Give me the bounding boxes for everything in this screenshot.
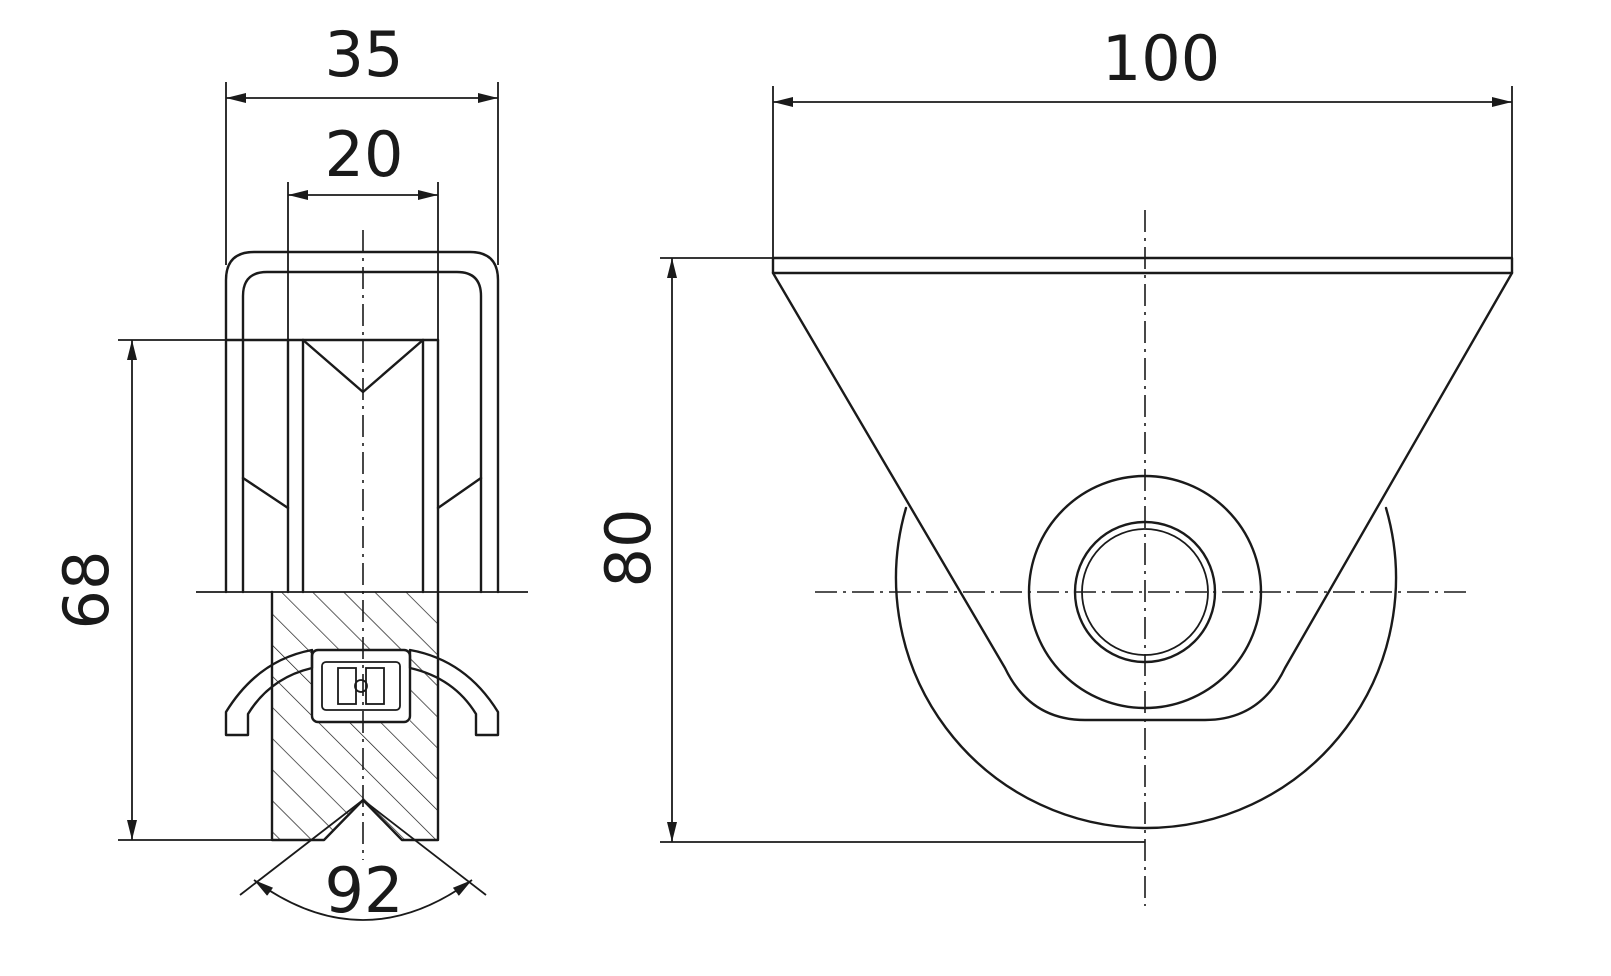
dim-label-height: 68 (50, 551, 123, 630)
wheel-outline (894, 506, 1398, 830)
side-view: 35 20 (50, 18, 528, 927)
front-view: 100 80 (592, 22, 1514, 906)
dim-label-wheel-width: 20 (325, 118, 404, 191)
dim-label-groove-angle: 92 (325, 854, 404, 927)
dim-label-plate-width: 100 (1102, 22, 1220, 95)
bracket-inner (241, 270, 483, 594)
left-flange (224, 648, 314, 737)
bracket-outer (224, 250, 500, 594)
dim-label-overall-height: 80 (592, 509, 665, 588)
mounting-plate (771, 256, 1514, 275)
hub-section (270, 590, 440, 842)
dim-label-overall-width: 35 (325, 18, 404, 91)
bracket-body (771, 271, 1514, 722)
angle-arc-92 (253, 879, 473, 921)
right-flange (408, 648, 500, 737)
bearing (310, 648, 412, 724)
